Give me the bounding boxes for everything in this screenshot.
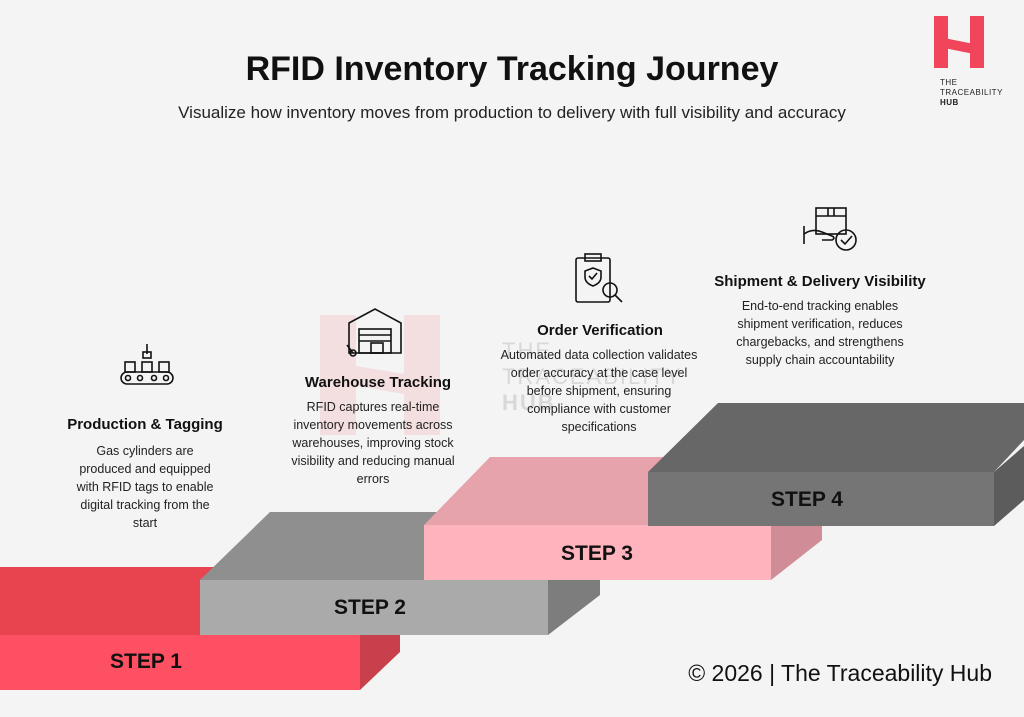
step-1-title: Production & Tagging — [67, 416, 223, 433]
watermark-logo — [320, 315, 440, 435]
step-3-label: STEP 3 — [561, 542, 633, 565]
delivery-box-icon — [803, 207, 857, 251]
step-2-description: RFID captures real-time inventory moveme… — [291, 400, 455, 486]
copyright-text: © 2026 | The Traceability Hub — [688, 660, 992, 686]
brand-logo-text: THE TRACEABILITY HUB — [940, 78, 1003, 107]
step-4-description: End-to-end tracking enables shipment ver… — [736, 299, 904, 367]
step-2-label: STEP 2 — [334, 596, 406, 619]
page-title: RFID Inventory Tracking Journey — [245, 50, 779, 88]
step-4-label: STEP 4 — [771, 488, 843, 511]
step-2-front — [200, 580, 548, 635]
brand-logo-icon — [934, 16, 984, 68]
step-4-side — [994, 446, 1024, 526]
step-3-title: Order Verification — [537, 322, 663, 339]
step-1-front — [0, 635, 360, 690]
watermark-text: THE TRACEABILITY HUB — [502, 338, 683, 415]
step-3-description: Automated data collection validates orde… — [500, 348, 698, 434]
warehouse-icon — [346, 308, 402, 357]
step-1-top — [0, 567, 215, 635]
step-3-front — [424, 525, 771, 580]
conveyor-icon — [120, 344, 174, 385]
step-4-top — [648, 403, 1024, 472]
step-4-title: Shipment & Delivery Visibility — [714, 273, 926, 290]
step-2-title: Warehouse Tracking — [304, 374, 452, 391]
clipboard-check-icon — [575, 253, 623, 303]
page-subtitle: Visualize how inventory moves from produ… — [178, 103, 846, 122]
step-4-front — [648, 472, 994, 526]
step-1-description: Gas cylinders are produced and equipped … — [76, 444, 214, 530]
step-1-label: STEP 1 — [110, 650, 182, 673]
